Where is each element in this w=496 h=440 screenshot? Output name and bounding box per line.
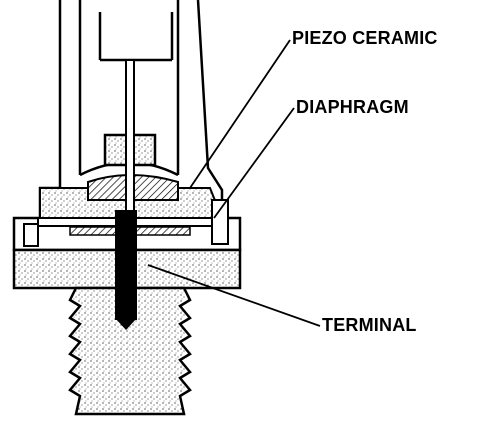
label-terminal: TERMINAL xyxy=(322,315,417,335)
terminal-rod xyxy=(115,59,137,330)
right-clamp xyxy=(211,199,229,245)
label-diaphragm: DIAPHRAGM xyxy=(296,97,409,117)
leader-lines xyxy=(147,39,321,327)
left-clamp xyxy=(23,223,39,247)
label-piezo-ceramic: PIEZO CERAMIC xyxy=(292,28,438,48)
